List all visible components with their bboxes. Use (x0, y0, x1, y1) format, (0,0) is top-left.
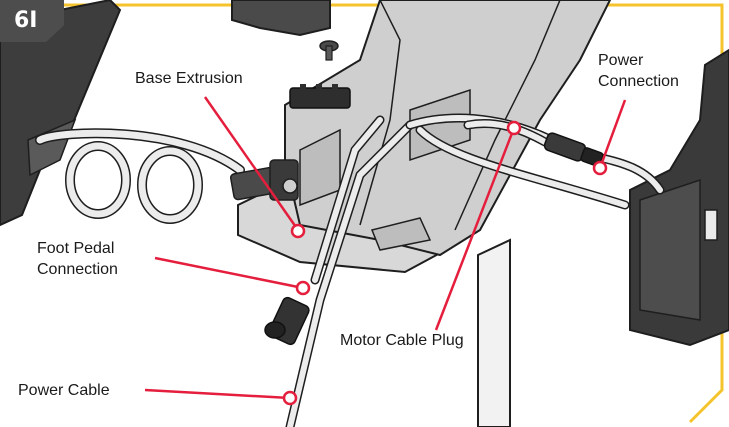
label-base-extrusion: Base Extrusion (135, 70, 243, 87)
cable-clip (289, 84, 351, 109)
label-foot-pedal-line-1: Foot Pedal (37, 240, 115, 257)
label-power-connection: Power Connection (598, 50, 679, 92)
strain-relief (230, 159, 299, 201)
right-housing-face (639, 178, 701, 321)
extrusion-edge-right (454, 0, 561, 231)
extrusion-block-2 (409, 88, 471, 162)
callout-ring (282, 120, 608, 406)
screw (319, 40, 339, 61)
label-power-cable: Power Cable (18, 382, 110, 399)
label-foot-pedal-connection: Foot Pedal Connection (37, 238, 118, 280)
power-connector (543, 132, 604, 167)
label-motor-cable-plug: Motor Cable Plug (340, 332, 464, 349)
extrusion-tab (370, 217, 432, 251)
label-foot-pedal-line-2: Connection (37, 261, 118, 278)
table-leg (477, 238, 511, 427)
step-number: 6I (14, 8, 38, 33)
label-power-connection-line-1: Power (598, 52, 644, 69)
coiled-cable (35, 128, 245, 224)
step-badge: 6I (0, 0, 64, 42)
foot-pedal-connector (264, 296, 310, 346)
extrusion-edge (359, 0, 401, 226)
callout-lines (144, 96, 627, 400)
right-housing-port (704, 209, 718, 241)
top-part (231, 0, 331, 37)
label-power-connection-line-2: Connection (598, 73, 679, 90)
